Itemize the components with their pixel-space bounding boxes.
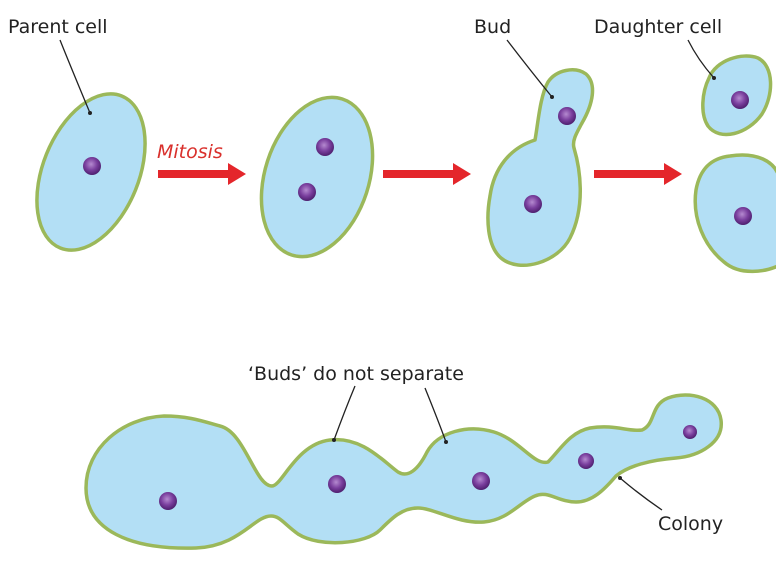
bud-leader-dot [550, 95, 554, 99]
budding-cell-nucleus [524, 195, 542, 213]
daughter-cell-nucleus [731, 91, 749, 109]
colony-nucleus-5 [683, 425, 697, 439]
daughter-cell-label: Daughter cell [594, 16, 722, 38]
colony-leader-line [620, 478, 662, 510]
colony-group: ‘Buds’ do not separate Colony [86, 363, 723, 548]
colony-nucleus-1 [159, 492, 177, 510]
buds-leader-dot-right [444, 440, 448, 444]
mitosis-arrow: Mitosis [157, 141, 246, 185]
colony [86, 395, 721, 548]
daughter-cell-leader-dot [712, 76, 716, 80]
stage-separated: Daughter cell [594, 16, 776, 271]
arrow-2 [383, 163, 471, 185]
bud-nucleus [558, 107, 576, 125]
buds-leader-dot-left [332, 438, 336, 442]
mitosis-label: Mitosis [157, 141, 223, 163]
colony-leader-dot [618, 476, 622, 480]
colony-label: Colony [658, 513, 723, 535]
parent-cell-leader-dot [88, 111, 92, 115]
colony-nucleus-3 [472, 472, 490, 490]
dividing-cell [242, 83, 392, 271]
parent-cell-nucleus [83, 157, 101, 175]
buds-leader-line-left [334, 386, 355, 440]
buds-leader-line-right [425, 388, 446, 442]
stage-parent-cell: Parent cell [8, 16, 166, 266]
parent-cell-leader-line [60, 40, 90, 113]
stage-budding: Bud [474, 16, 593, 265]
nucleus-lower [298, 183, 316, 201]
budding-cell [488, 70, 593, 265]
arrow-1 [158, 163, 246, 185]
colony-nucleus-2 [328, 475, 346, 493]
parent-cell-label: Parent cell [8, 16, 108, 38]
stage-two-nuclei [242, 83, 392, 271]
bud-leader-line [507, 40, 552, 97]
bud-label: Bud [474, 16, 511, 38]
colony-nucleus-4 [578, 453, 594, 469]
nucleus-upper [316, 138, 334, 156]
arrow-3 [594, 163, 682, 185]
buds-do-not-separate-label: ‘Buds’ do not separate [248, 363, 464, 385]
mother-cell-nucleus [734, 207, 752, 225]
